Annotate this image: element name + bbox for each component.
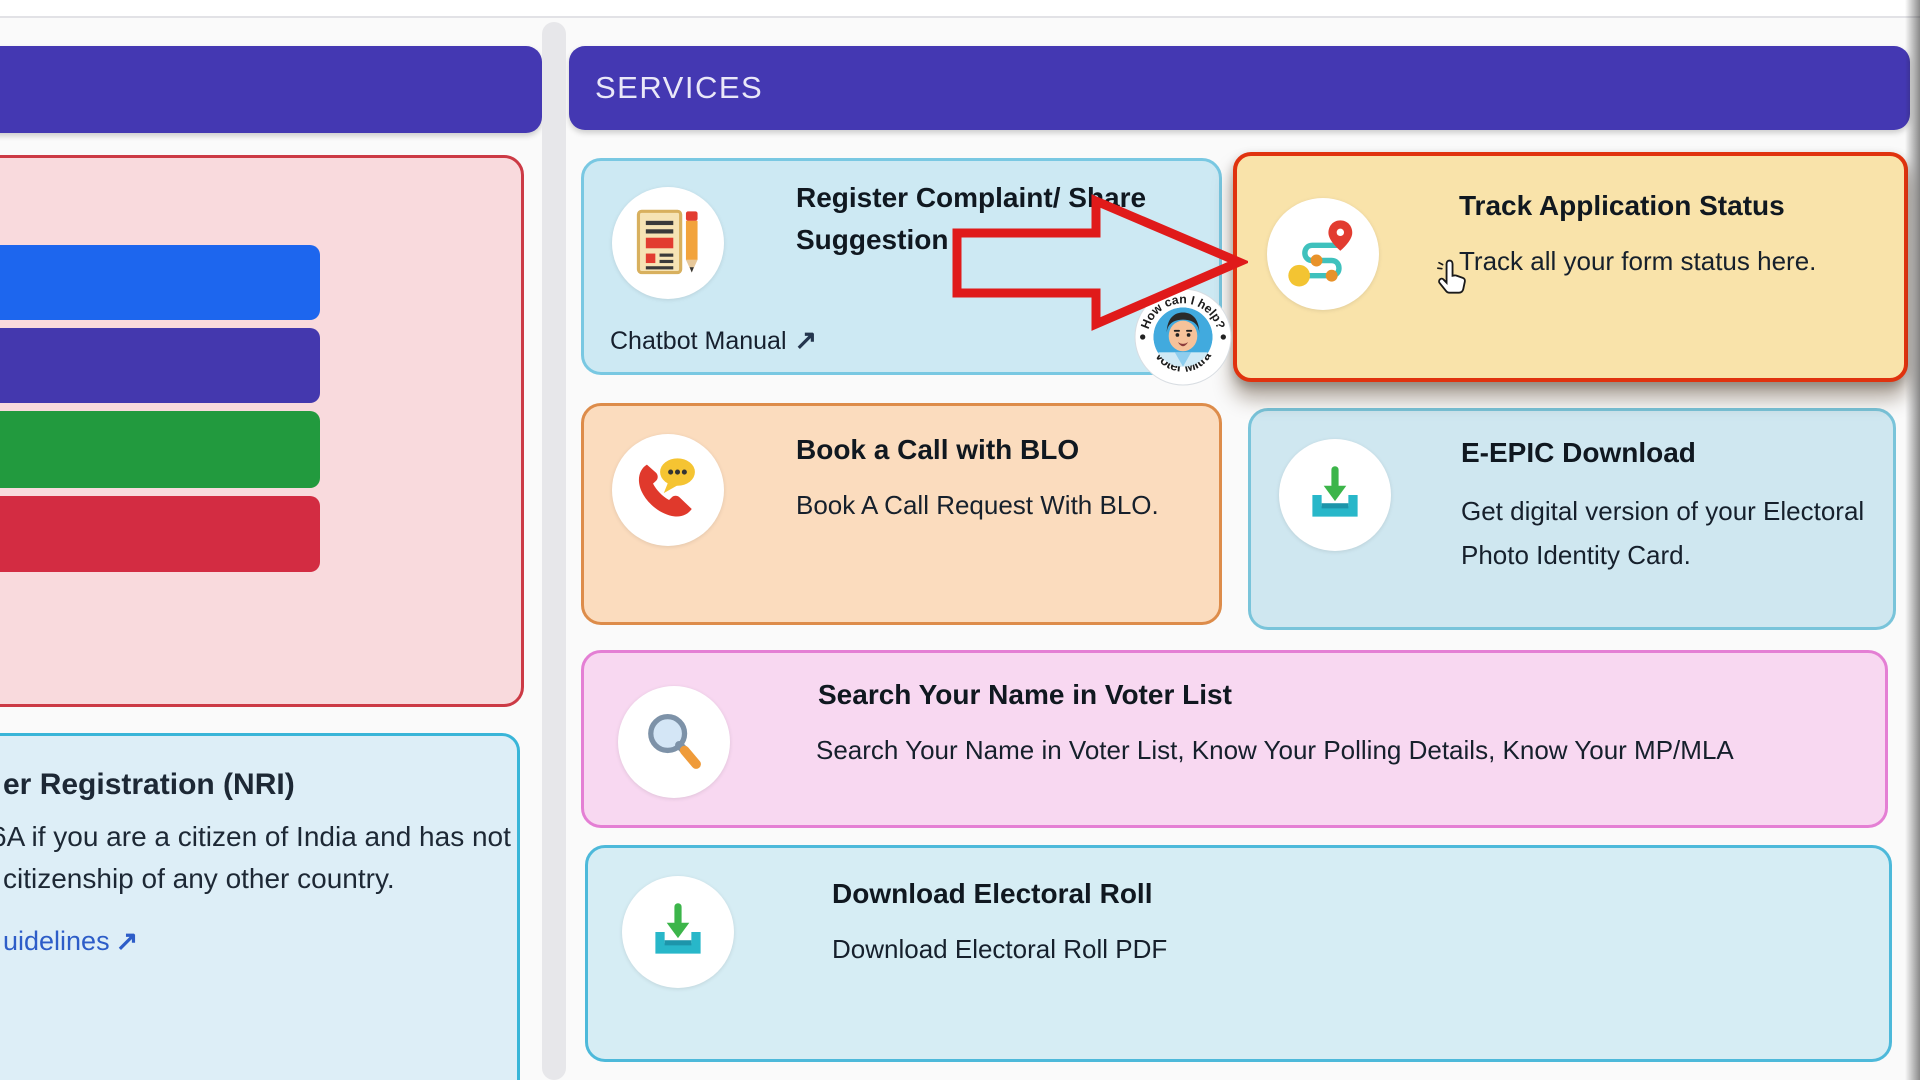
download-icon: [1312, 466, 1358, 517]
register-complaint-title: Register Complaint/ Share Suggestion: [796, 182, 1147, 255]
chart-bar-purple: [0, 328, 320, 403]
eepic-title: E-EPIC Download: [1461, 437, 1696, 468]
eepic-download-card[interactable]: E-EPIC Download Get digital version of y…: [1248, 408, 1896, 630]
chatbot-manual-link[interactable]: Chatbot Manual↗: [610, 325, 818, 355]
electoral-roll-subtitle: Download Electoral Roll PDF: [832, 934, 1168, 964]
nri-card-description: 6A if you are a citizen of India and has…: [0, 816, 511, 900]
screen-edge-shade: [1905, 0, 1920, 1080]
register-complaint-card[interactable]: Register Complaint/ Share Suggestion Cha…: [581, 158, 1222, 375]
register-complaint-icon-circle: [612, 187, 724, 299]
chart-bar-blue: [0, 245, 320, 320]
services-section-header: SERVICES: [569, 46, 1910, 130]
track-application-status-card[interactable]: Track Application Status Track all your …: [1233, 152, 1908, 382]
blo-call-subtitle: Book A Call Request With BLO.: [796, 490, 1159, 520]
eepic-subtitle: Get digital version of your Electoral Ph…: [1461, 496, 1865, 570]
track-status-title: Track Application Status: [1459, 190, 1785, 221]
phone-call-icon: [638, 458, 695, 517]
route-tracking-icon: [1288, 220, 1353, 287]
vertical-scrollbar[interactable]: [542, 22, 566, 1080]
nri-card-title: er Registration (NRI): [3, 768, 295, 801]
search-icon-circle: [618, 686, 730, 798]
voter-mitra-chatbot-badge[interactable]: How can I help? Voter Mitra: [1134, 288, 1232, 386]
nri-registration-card[interactable]: er Registration (NRI) 6A if you are a ci…: [0, 733, 520, 1080]
nri-description-line1: 6A if you are a citizen of India and has…: [0, 821, 511, 852]
chart-bar-red: [0, 496, 320, 572]
voter-mitra-avatar: How can I help? Voter Mitra: [1134, 288, 1232, 386]
external-link-icon: ↗: [794, 325, 818, 355]
download-electoral-roll-card[interactable]: Download Electoral Roll Download Elector…: [585, 845, 1892, 1062]
blo-call-title: Book a Call with BLO: [796, 434, 1080, 465]
electoral-roll-icon-circle: [622, 876, 734, 988]
search-voter-list-subtitle: Search Your Name in Voter List, Know You…: [816, 735, 1734, 765]
external-link-icon: ↗: [115, 926, 139, 956]
search-voter-list-title: Search Your Name in Voter List: [818, 679, 1232, 710]
download-icon: [655, 903, 701, 954]
track-status-subtitle: Track all your form status here.: [1459, 246, 1817, 276]
blo-call-icon-circle: [612, 434, 724, 546]
guidelines-link[interactable]: uidelines↗: [3, 926, 138, 957]
chart-bar-green: [0, 411, 320, 488]
search-voter-list-card[interactable]: Search Your Name in Voter List Search Yo…: [581, 650, 1888, 828]
eepic-icon-circle: [1279, 439, 1391, 551]
top-strip: [0, 0, 1920, 18]
left-section-header: [0, 46, 542, 133]
complaint-document-icon: [636, 209, 698, 275]
book-call-blo-card[interactable]: Book a Call with BLO Book A Call Request…: [581, 403, 1222, 625]
services-title: SERVICES: [595, 70, 764, 105]
track-status-icon-circle: [1267, 198, 1379, 310]
electoral-roll-title: Download Electoral Roll: [832, 878, 1153, 909]
search-icon: [648, 714, 701, 769]
nri-description-line2: citizenship of any other country.: [3, 863, 395, 894]
guidelines-link-label: uidelines: [3, 926, 110, 956]
